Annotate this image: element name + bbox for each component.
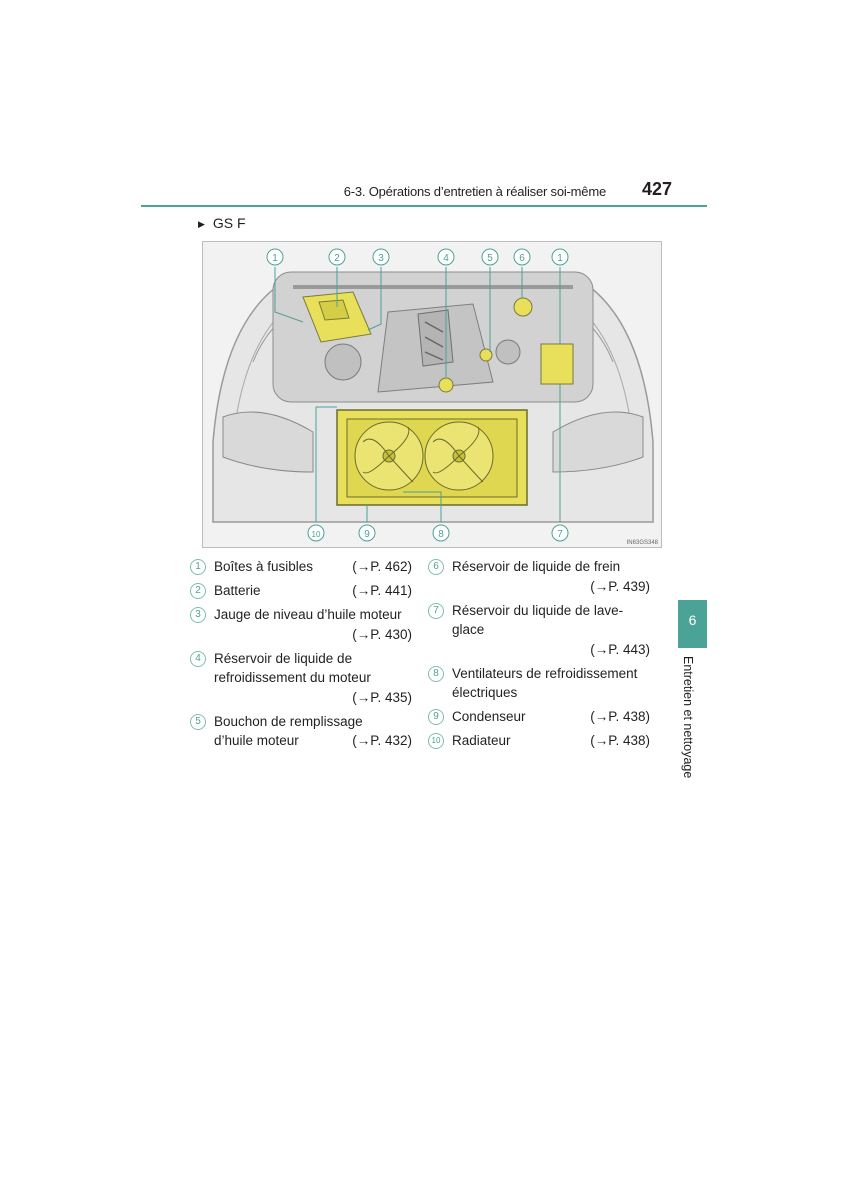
legend-text: Radiateur <box>452 733 511 748</box>
legend-item: 5 Bouchon de remplissage d’huile moteur (… <box>190 712 412 751</box>
number-badge: 8 <box>428 665 444 682</box>
triangle-icon: ▶ <box>198 219 205 229</box>
legend-item: 8 Ventilateurs de refroidissement électr… <box>428 664 650 703</box>
callout-6 <box>513 248 531 266</box>
callout-2 <box>328 248 346 266</box>
callout-label: 2 <box>334 253 340 264</box>
engine-bay-figure: 1 2 3 4 5 6 1 10 9 8 7 IN63GS348 <box>202 241 662 548</box>
callout-label: 7 <box>557 529 563 540</box>
chapter-tab[interactable]: 6 <box>678 600 707 648</box>
page-ref: (→P. 462) <box>352 559 412 574</box>
legend-text: Réservoir de liquide de <box>214 650 353 666</box>
number-badge: 6 <box>428 559 444 575</box>
engine-bay-illustration: 1 2 3 4 5 6 1 10 9 8 7 IN63GS348 <box>212 248 659 546</box>
legend-text: d’huile moteur <box>214 733 299 748</box>
callout-1a <box>266 248 284 266</box>
legend-text: Réservoir du liquide de lave-glace <box>452 602 624 638</box>
legend-item: 4 Réservoir de liquide de refroidissemen… <box>190 649 412 708</box>
legend-item: 7 Réservoir du liquide de lave-glace (→P… <box>428 601 650 660</box>
callout-label: 1 <box>557 253 563 264</box>
callout-label: 6 <box>519 253 525 264</box>
callout-markers <box>266 248 569 542</box>
header-title: 6-3. Opérations d’entretien à réaliser s… <box>343 184 606 199</box>
legend-text: Condenseur <box>452 709 526 724</box>
callout-4 <box>437 248 455 266</box>
page-ref: (→P. 438) <box>590 709 650 724</box>
legend-item: 1 Boîtes à fusibles (→P. 462) <box>190 557 412 577</box>
callout-9 <box>358 524 376 542</box>
legend-text: électriques <box>452 685 518 700</box>
number-badge: 2 <box>190 583 206 599</box>
callout-label: 1 <box>272 253 278 264</box>
callout-1b <box>551 248 569 266</box>
callout-7 <box>551 524 569 542</box>
legend-column-2: 6 Réservoir de liquide de frein (→P. 439… <box>428 557 650 755</box>
callout-5 <box>481 248 499 266</box>
callout-label: 9 <box>364 529 370 540</box>
page-ref: (→P. 438) <box>590 733 650 748</box>
callout-label: 3 <box>378 253 384 264</box>
legend-text: Batterie <box>214 583 261 598</box>
page-ref: (→P. 443) <box>590 641 650 657</box>
legend-item: 10 Radiateur (→P. 438) <box>428 731 650 751</box>
header-rule <box>141 205 707 207</box>
legend-column-1: 1 Boîtes à fusibles (→P. 462) 2 Batterie (… <box>190 557 412 755</box>
legend-text: refroidissement du moteur <box>214 670 371 685</box>
number-badge: 4 <box>190 650 206 667</box>
legend-text: Boîtes à fusibles <box>214 559 314 574</box>
variant-text: GS F <box>212 215 246 231</box>
legend-text: Ventilateurs de refroidissement <box>452 665 638 681</box>
chapter-side-label: Entretien et nettoyage <box>681 656 695 779</box>
legend-text: Bouchon de remplissage <box>214 713 363 729</box>
legend-item: 6 Réservoir de liquide de frein (→P. 439… <box>428 557 650 596</box>
legend-item: 3 Jauge de niveau d’huile moteur (→P. 43… <box>190 605 412 644</box>
page-ref: (→P. 432) <box>352 733 412 748</box>
legend-text: Réservoir de liquide de frein <box>452 559 621 574</box>
legend-text: Jauge de niveau d’huile moteur <box>214 607 402 622</box>
variant-label: ▶ GS F <box>198 215 246 231</box>
number-badge: 10 <box>428 733 444 749</box>
legend-item: 9 Condenseur (→P. 438) <box>428 707 650 727</box>
page-ref: (→P. 441) <box>352 583 412 598</box>
number-badge: 5 <box>190 713 206 730</box>
callout-label: 8 <box>438 529 444 540</box>
callout-3 <box>372 248 390 266</box>
figure-code: IN63GS348 <box>627 540 659 546</box>
page-ref: (→P. 435) <box>352 689 412 705</box>
number-badge: 1 <box>190 559 206 575</box>
callout-8 <box>432 524 450 542</box>
number-badge: 9 <box>428 709 444 725</box>
page-ref: (→P. 430) <box>352 626 412 642</box>
number-badge: 3 <box>190 607 206 623</box>
callout-label: 5 <box>487 253 493 264</box>
legend-item: 2 Batterie (→P. 441) <box>190 581 412 601</box>
callout-label: 10 <box>312 530 321 539</box>
number-badge: 7 <box>428 602 444 619</box>
page-ref: (→P. 439) <box>590 578 650 594</box>
callout-label: 4 <box>443 253 449 264</box>
page-number: 427 <box>641 179 672 199</box>
callout-10 <box>307 524 325 542</box>
